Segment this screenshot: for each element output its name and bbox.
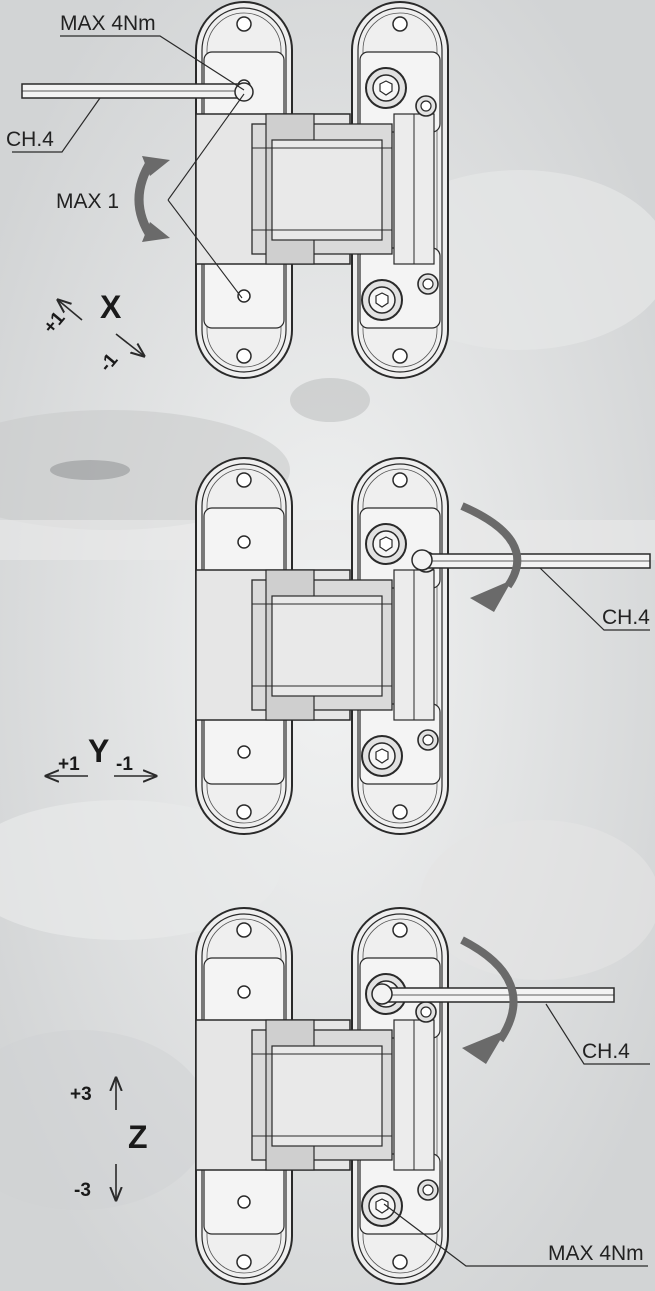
torque-label-bottom: MAX 4Nm [548,1242,644,1265]
hinge-middle [196,458,651,834]
z-plus-label: +3 [70,1084,92,1105]
y-plus-label: +1 [58,754,80,775]
hinge-top [12,2,448,378]
x-minus-label: -1 [95,349,122,376]
x-adjust-arrows [58,300,144,356]
z-minus-label: -3 [74,1180,91,1201]
torque-label-top: MAX 4Nm [60,12,156,35]
wrench-label-top: CH.4 [6,128,54,151]
max-turn-label: MAX 1 [56,190,119,213]
x-plus-label: +1 [39,308,69,338]
y-minus-label: -1 [116,754,133,775]
y-axis-label: Y [88,733,109,769]
x-axis-label: X [100,289,122,325]
hinge-bottom [196,908,650,1284]
wrench-label-bottom: CH.4 [582,1040,630,1063]
z-axis-label: Z [128,1119,148,1155]
wrench-label-middle: CH.4 [602,606,650,629]
